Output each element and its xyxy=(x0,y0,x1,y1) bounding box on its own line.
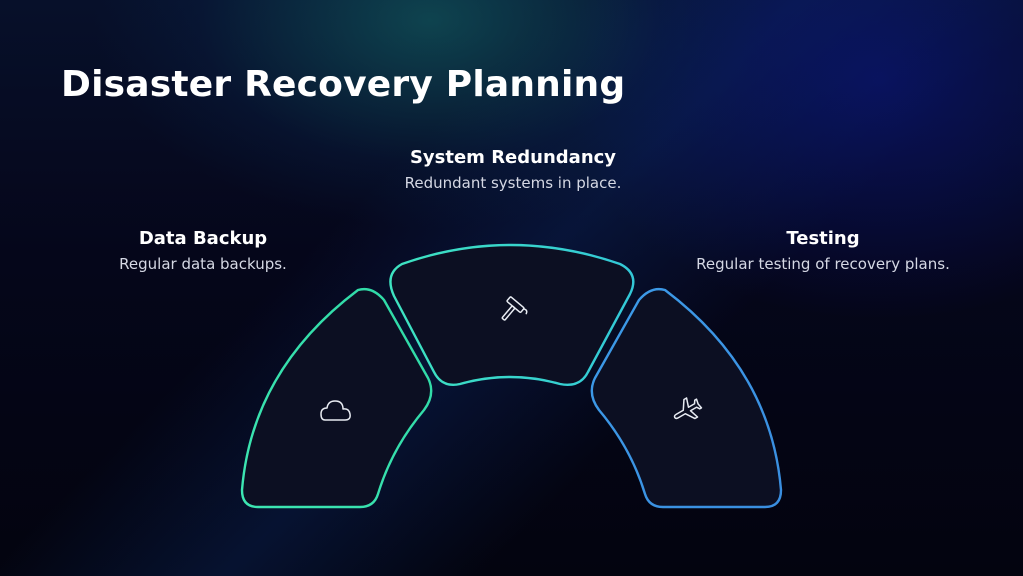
cloud-icon xyxy=(320,400,351,421)
segment-description: Redundant systems in place. xyxy=(404,174,622,192)
segment-label-testing: Testing Regular testing of recovery plan… xyxy=(678,228,968,273)
segment-label-data-backup: Data Backup Regular data backups. xyxy=(93,228,313,273)
segment-system-redundancy[interactable] xyxy=(389,243,635,386)
hammer-icon xyxy=(501,296,528,321)
segment-heading: Testing xyxy=(786,228,860,249)
segment-heading: System Redundancy xyxy=(409,147,617,168)
segment-description: Regular testing of recovery plans. xyxy=(696,255,950,273)
segment-heading: Data Backup xyxy=(138,228,268,249)
segment-description: Regular data backups. xyxy=(119,255,287,273)
slide-title: Disaster Recovery Planning xyxy=(61,64,626,105)
segment-data-backup[interactable] xyxy=(240,287,433,509)
segment-label-system-redundancy: System Redundancy Redundant systems in p… xyxy=(383,147,643,192)
airplane-icon xyxy=(673,397,703,420)
